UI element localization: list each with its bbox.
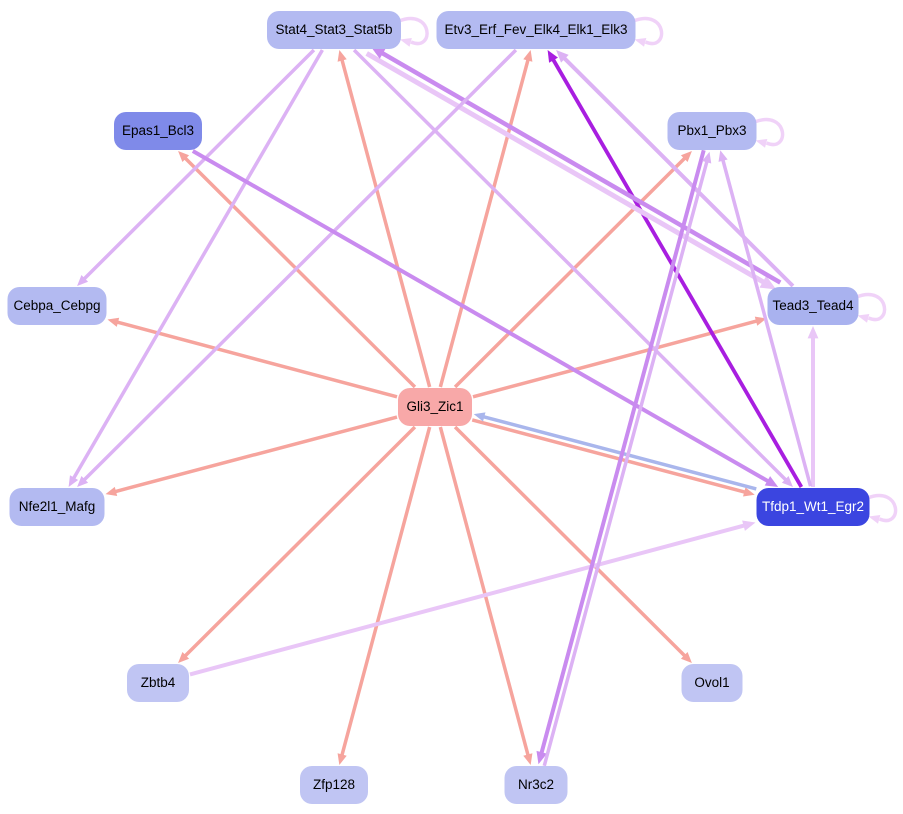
arrowhead-gli3-epas1 xyxy=(178,151,190,163)
edge-gli3-zbtb4 xyxy=(183,425,417,658)
edge-gli3-cebpa xyxy=(116,320,398,399)
arrowhead-tead3-etv3 xyxy=(556,50,569,63)
arrowhead-tfdp1-gli3 xyxy=(473,412,486,422)
arrowhead-epas1-tfdp1 xyxy=(764,476,779,487)
self-loop-tfdp1 xyxy=(866,494,898,523)
arrowhead-stat4-nfe2l1 xyxy=(68,475,79,487)
node-zfp128[interactable]: Zfp128 xyxy=(300,766,368,804)
arrowhead-tfdp1-etv3 xyxy=(547,50,558,63)
node-nr3c2[interactable]: Nr3c2 xyxy=(504,766,568,804)
arrowhead-pbx1-nr3c2 xyxy=(536,750,547,765)
node-nfe2l1[interactable]: Nfe2l1_Mafg xyxy=(9,488,105,526)
edge-tfdp1-gli3 xyxy=(482,414,757,491)
self-loop-arrowhead-tfdp1 xyxy=(868,514,881,524)
node-etv3[interactable]: Etv3_Erf_Fev_Elk4_Elk1_Elk3 xyxy=(436,11,636,49)
arrowhead-gli3-ovol1 xyxy=(680,651,692,663)
node-tfdp1[interactable]: Tfdp1_Wt1_Egr2 xyxy=(756,488,870,526)
edge-gli3-etv3 xyxy=(438,58,530,388)
arrowhead-stat4-tfdp1 xyxy=(781,475,793,487)
arrowhead-gli3-tead3 xyxy=(754,316,767,326)
arrowhead-zbtb4-tfdp1 xyxy=(742,520,756,531)
edge-stat4-cebpa xyxy=(82,48,316,281)
node-pbx1[interactable]: Pbx1_Pbx3 xyxy=(667,112,757,150)
self-loop-pbx1 xyxy=(753,118,785,147)
arrowhead-stat4-cebpa xyxy=(77,274,89,286)
edge-stat4-tead3 xyxy=(365,51,766,285)
edge-gli3-zfp128 xyxy=(340,426,432,757)
node-tead3[interactable]: Tead3_Tead4 xyxy=(767,287,859,325)
arrowhead-tfdp1-pbx1 xyxy=(718,150,728,162)
edge-gli3-epas1 xyxy=(183,156,417,389)
edge-stat4-tfdp1 xyxy=(352,48,788,482)
self-loop-arrowhead-etv3 xyxy=(634,37,647,47)
edge-nr3c2-pbx1 xyxy=(542,160,709,767)
self-loop-tead3 xyxy=(855,293,887,322)
arrowhead-gli3-tfdp1 xyxy=(743,487,755,497)
arrowhead-tead3-stat4 xyxy=(370,46,386,59)
edge-gli3-pbx1 xyxy=(453,156,687,389)
arrowhead-nr3c2-pbx1 xyxy=(702,151,712,164)
edge-tead3-etv3 xyxy=(562,56,795,288)
self-loop-arrowhead-pbx1 xyxy=(755,138,768,148)
edge-gli3-tead3 xyxy=(472,319,758,399)
arrowhead-gli3-zbtb4 xyxy=(178,651,190,663)
node-epas1[interactable]: Epas1_Bcl3 xyxy=(114,112,202,150)
edge-gli3-nfe2l1 xyxy=(114,415,398,494)
arrowhead-stat4-tead3 xyxy=(759,275,777,290)
self-loop-stat4 xyxy=(398,17,429,46)
node-gli3[interactable]: Gli3_Zic1 xyxy=(398,388,472,426)
edge-gli3-stat4 xyxy=(340,58,432,388)
edge-stat4-nfe2l1 xyxy=(71,49,324,480)
edge-gli3-tfdp1 xyxy=(471,418,747,494)
edge-epas1-tfdp1 xyxy=(191,149,770,484)
self-loop-arrowhead-tead3 xyxy=(857,313,870,323)
node-cebpa[interactable]: Cebpa_Cebpg xyxy=(7,287,107,325)
arrowhead-gli3-pbx1 xyxy=(680,151,692,163)
arrowhead-etv3-nfe2l1 xyxy=(77,475,89,487)
arrowhead-gli3-cebpa xyxy=(107,317,120,327)
edge-tfdp1-pbx1 xyxy=(721,158,813,487)
edge-gli3-nr3c2 xyxy=(438,426,530,757)
arrowhead-tfdp1-tead3 xyxy=(807,326,819,339)
self-loop-etv3 xyxy=(632,17,664,46)
arrowhead-gli3-stat4 xyxy=(337,50,347,62)
arrowhead-gli3-etv3 xyxy=(523,50,533,62)
self-loop-arrowhead-stat4 xyxy=(400,37,412,47)
node-zbtb4[interactable]: Zbtb4 xyxy=(127,664,189,702)
edge-etv3-nfe2l1 xyxy=(82,48,518,482)
edge-gli3-ovol1 xyxy=(453,425,687,658)
node-stat4[interactable]: Stat4_Stat3_Stat5b xyxy=(267,11,401,49)
arrowhead-gli3-nfe2l1 xyxy=(105,486,118,496)
edge-tead3-stat4 xyxy=(380,50,782,285)
node-ovol1[interactable]: Ovol1 xyxy=(681,664,743,702)
edge-pbx1-nr3c2 xyxy=(539,149,706,755)
arrowhead-gli3-nr3c2 xyxy=(523,753,533,765)
edge-zbtb4-tfdp1 xyxy=(189,523,746,677)
arrowhead-gli3-zfp128 xyxy=(337,753,347,765)
